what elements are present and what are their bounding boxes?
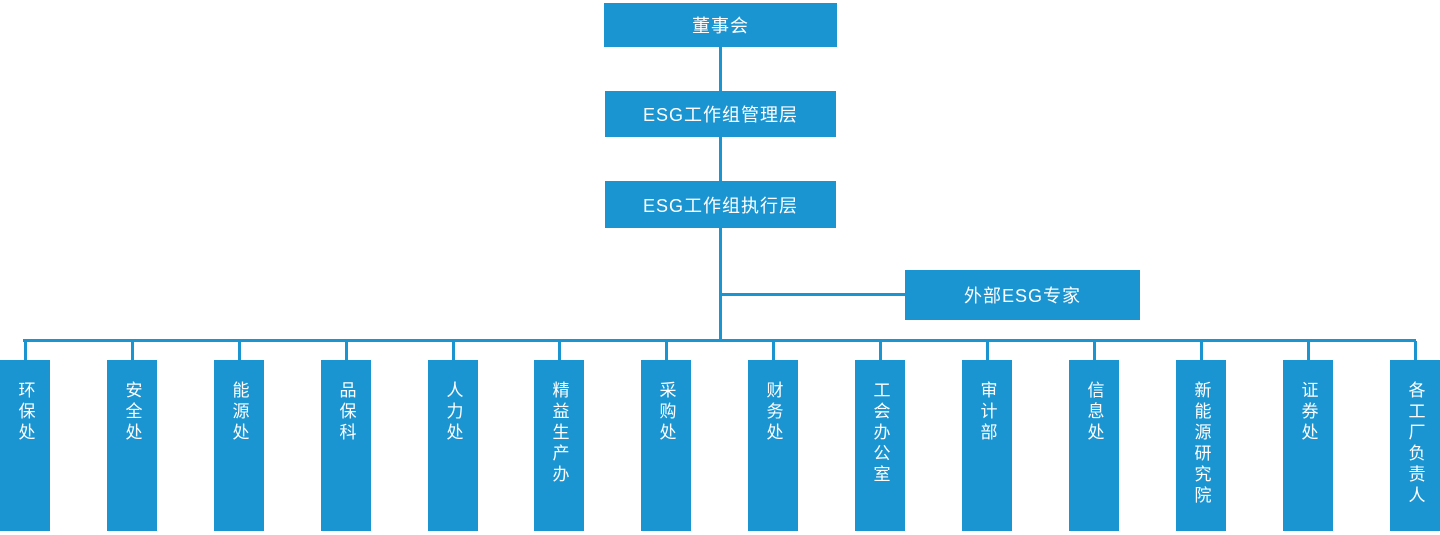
dept-label: 精益生产办: [549, 381, 569, 486]
org-dept-node: 各工厂负责人: [1390, 341, 1440, 531]
dept-label: 各工厂负责人: [1405, 381, 1425, 507]
org-dept-node: 审计部: [962, 341, 1012, 531]
org-dept-node: 精益生产办: [534, 341, 584, 531]
org-dept-node: 人力处: [428, 341, 478, 531]
org-node-board-of-directors: 董事会: [604, 3, 837, 47]
connector-execution-to-bus: [719, 228, 722, 342]
dept-label: 人力处: [443, 381, 463, 444]
dept-label: 安全处: [122, 381, 142, 444]
connector-management-to-execution: [719, 137, 722, 181]
dept-label: 工会办公室: [870, 381, 890, 486]
org-node-external-esg-experts: 外部ESG专家: [905, 270, 1140, 320]
org-dept-node: 证券处: [1283, 341, 1333, 531]
dept-label: 财务处: [763, 381, 783, 444]
connector-board-to-management: [719, 47, 722, 91]
dept-label: 品保科: [336, 381, 356, 444]
dept-label: 审计部: [977, 381, 997, 444]
connector-department-bus: [23, 339, 1416, 342]
org-dept-node: 新能源研究院: [1176, 341, 1226, 531]
connector-branch-to-experts: [720, 293, 905, 296]
dept-label: 采购处: [656, 381, 676, 444]
org-dept-node: 采购处: [641, 341, 691, 531]
org-dept-node: 信息处: [1069, 341, 1119, 531]
org-dept-node: 环保处: [0, 341, 50, 531]
dept-label: 证券处: [1298, 381, 1318, 444]
org-dept-node: 品保科: [321, 341, 371, 531]
dept-label: 新能源研究院: [1191, 381, 1211, 507]
dept-label: 信息处: [1084, 381, 1104, 444]
org-dept-node: 能源处: [214, 341, 264, 531]
org-node-esg-management-layer: ESG工作组管理层: [605, 91, 836, 137]
org-dept-node: 工会办公室: [855, 341, 905, 531]
org-dept-node: 财务处: [748, 341, 798, 531]
org-node-esg-execution-layer: ESG工作组执行层: [605, 181, 836, 228]
dept-label: 能源处: [229, 381, 249, 444]
dept-label: 环保处: [15, 381, 35, 444]
org-dept-node: 安全处: [107, 341, 157, 531]
